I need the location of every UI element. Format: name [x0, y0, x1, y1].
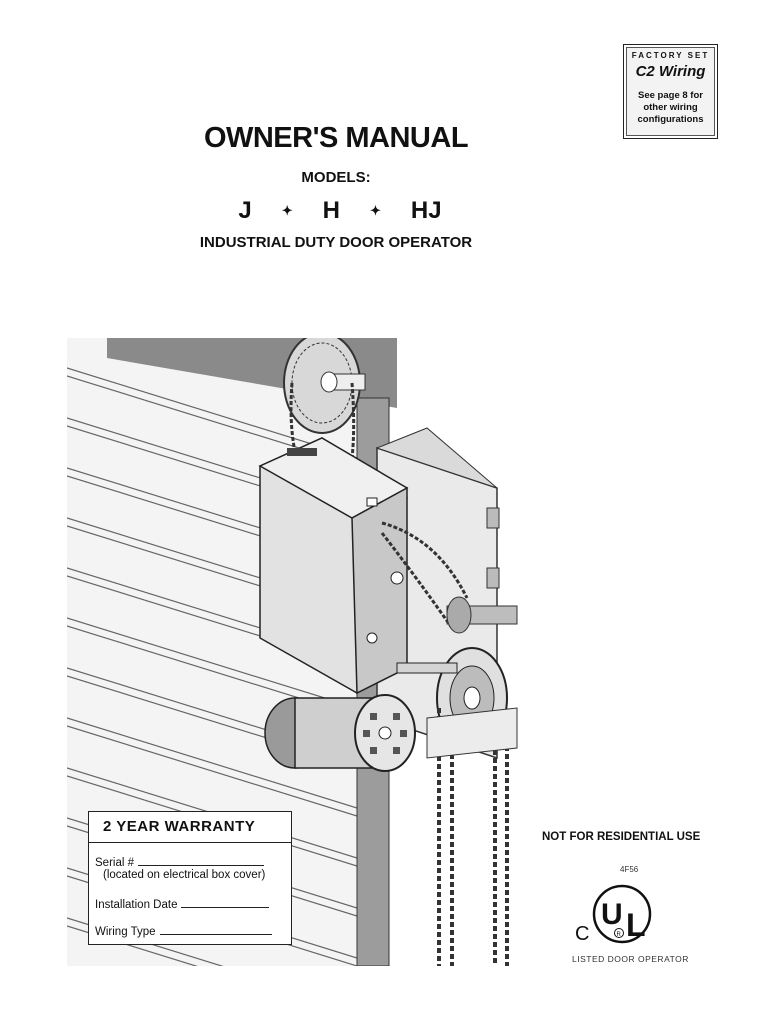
- serial-field[interactable]: [138, 855, 264, 866]
- ul-letter-l: L: [626, 907, 646, 943]
- factory-set-note-line: other wiring: [643, 102, 698, 113]
- not-residential-notice: NOT FOR RESIDENTIAL USE: [542, 831, 701, 843]
- serial-note: (located on electrical box cover): [103, 869, 266, 881]
- wiring-type-field[interactable]: [159, 924, 272, 935]
- ul-c-mark: C: [575, 923, 589, 945]
- door-operator-illustration: [67, 338, 518, 966]
- serial-label: Serial #: [95, 857, 134, 869]
- factory-set-box: FACTORY SET C2 Wiring See page 8 for oth…: [623, 44, 718, 139]
- ul-letter-u: U: [601, 898, 623, 931]
- wiring-row: Wiring Type: [95, 924, 272, 938]
- model-h: H: [322, 197, 340, 224]
- model-separator-icon: ✦: [370, 203, 381, 218]
- ul-registered: R: [617, 932, 622, 938]
- page-title: OWNER'S MANUAL: [203, 122, 469, 154]
- subtitle: INDUSTRIAL DUTY DOOR OPERATOR: [199, 234, 473, 251]
- drive-chain: [381, 521, 469, 599]
- installation-row: Installation Date: [95, 897, 270, 911]
- ul-circle-icon: [592, 884, 652, 944]
- warranty-heading: 2 YEAR WARRANTY: [89, 812, 291, 843]
- models-label: MODELS:: [301, 169, 371, 186]
- ul-listed-mark: 4F56 U L R C LISTED DOOR OPERATOR: [572, 865, 689, 964]
- factory-set-title: C2 Wiring: [635, 63, 706, 80]
- factory-set-inner: FACTORY SET C2 Wiring See page 8 for oth…: [626, 47, 715, 136]
- model-hj: HJ: [410, 197, 442, 224]
- models-list: J ✦ H ✦ HJ: [0, 197, 680, 225]
- factory-set-note-line: See page 8 for: [638, 90, 703, 101]
- model-j: J: [238, 197, 252, 224]
- factory-set-label: FACTORY SET: [631, 51, 710, 60]
- serial-row: Serial #: [95, 855, 264, 869]
- ul-listed-text: LISTED DOOR OPERATOR: [572, 954, 689, 964]
- installation-date-field[interactable]: [181, 897, 270, 908]
- ul-code: 4F56: [620, 865, 639, 874]
- release-arm: [396, 662, 458, 674]
- model-separator-icon: ✦: [281, 203, 293, 218]
- factory-set-note: See page 8 for other wiring configuratio…: [629, 90, 712, 126]
- factory-set-note-line: configurations: [637, 114, 704, 125]
- installation-date-label: Installation Date: [95, 899, 178, 911]
- wiring-type-label: Wiring Type: [95, 926, 156, 938]
- warranty-box: 2 YEAR WARRANTY Serial # (located on ele…: [88, 811, 292, 945]
